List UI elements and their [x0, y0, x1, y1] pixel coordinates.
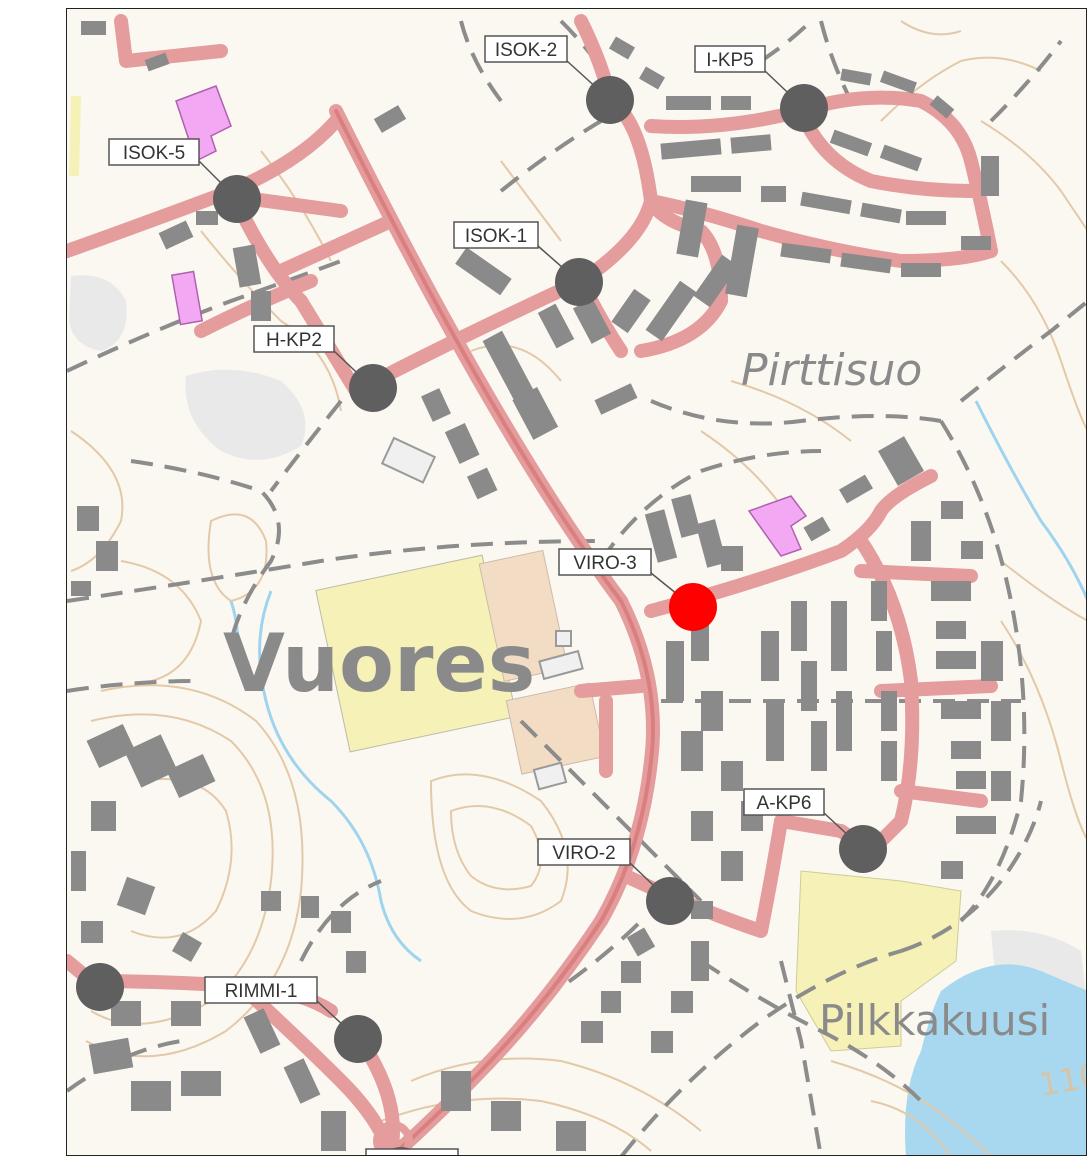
station-marker-unlabeled[interactable]	[76, 963, 124, 1011]
roundabout	[373, 1121, 413, 1155]
station-label: ISOK-2	[495, 40, 557, 61]
station-marker[interactable]	[586, 76, 634, 124]
station-isok-5[interactable]: ISOK-5	[108, 138, 261, 223]
park-pilkkakuusi	[795, 870, 962, 1052]
station-label: C-KP10	[379, 1153, 446, 1156]
station-marker[interactable]	[646, 877, 694, 925]
station-marker[interactable]	[780, 84, 828, 132]
station-marker[interactable]	[555, 258, 603, 306]
lake	[905, 964, 1086, 1155]
station-label-box	[558, 548, 652, 576]
station-label: H-KP2	[266, 330, 322, 351]
station-label: VIRO-3	[573, 553, 636, 574]
station-isok-2[interactable]: ISOK-2	[484, 35, 634, 124]
station-label-box	[108, 138, 200, 166]
outlined-buildings	[380, 436, 584, 791]
place-label-vuores: Vuores	[223, 617, 535, 710]
station-label: I-KP5	[706, 50, 754, 71]
station-label: VIRO-2	[552, 843, 615, 864]
station-label: RIMMI-1	[225, 981, 298, 1002]
station-label: A-KP6	[757, 793, 812, 814]
station-rimmi-1[interactable]: RIMMI-1	[204, 976, 382, 1063]
sand-field-south	[505, 682, 606, 775]
station-label: ISOK-5	[123, 143, 185, 164]
station-label-box	[743, 788, 825, 816]
station-marker[interactable]	[334, 1015, 382, 1063]
station-viro-2[interactable]: VIRO-2	[537, 838, 694, 925]
place-labels: Vuores Pirttisuo Pilkkakuusi 110	[223, 345, 1086, 1104]
park-edge	[69, 96, 81, 176]
station-label: ISOK-1	[465, 226, 527, 247]
place-label-pilkkakuusi: Pilkkakuusi	[819, 996, 1050, 1045]
station-marker-highlighted[interactable]	[669, 583, 717, 631]
buildings	[71, 21, 1011, 1151]
station-label-box	[365, 1148, 459, 1155]
stream-west	[258, 590, 422, 963]
station-label-box	[537, 838, 631, 866]
station-marker[interactable]	[839, 825, 887, 873]
station-marker[interactable]	[349, 364, 397, 412]
station-h-kp2[interactable]: H-KP2	[253, 325, 397, 412]
stream-east	[974, 400, 1086, 601]
station-i-kp5[interactable]: I-KP5	[694, 45, 828, 132]
stream-spring	[229, 600, 240, 662]
station-a-kp6[interactable]: A-KP6	[743, 788, 887, 873]
map-canvas[interactable]: Vuores Pirttisuo Pilkkakuusi 110 ISOK-2I…	[67, 9, 1087, 1156]
station-label-box	[253, 325, 335, 353]
station-label-box	[694, 45, 766, 73]
station-label-box	[484, 35, 568, 63]
park-areas	[69, 96, 962, 1052]
station-isok-1[interactable]: ISOK-1	[453, 221, 603, 306]
station-label-box	[204, 976, 318, 1004]
sand-field-north	[478, 549, 569, 682]
station-c-kp10[interactable]: C-KP10	[365, 1147, 459, 1156]
place-label-pirttisuo: Pirttisuo	[741, 345, 922, 396]
station-marker[interactable]	[213, 175, 261, 223]
station-label-box	[453, 221, 539, 249]
water-features	[229, 400, 1086, 1155]
station-viro-3[interactable]: VIRO-3	[558, 548, 717, 631]
